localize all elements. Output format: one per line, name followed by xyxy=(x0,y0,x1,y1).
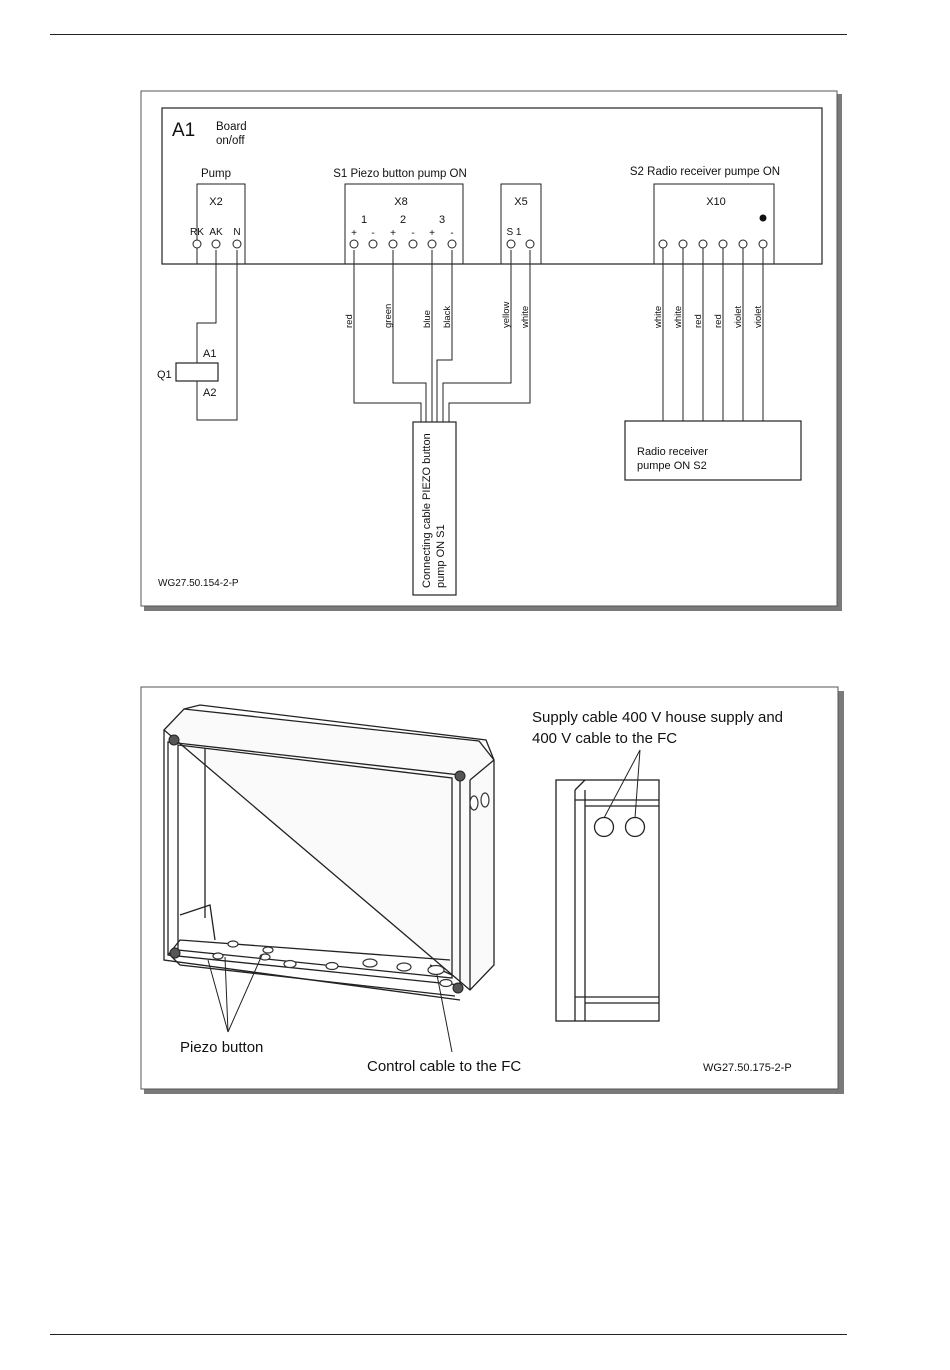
x2-pin xyxy=(192,239,202,249)
x8-pin-label: + xyxy=(429,228,435,239)
x10-pin xyxy=(718,239,728,249)
piezo-wire-label: red xyxy=(344,314,355,328)
x8-group-label: 1 xyxy=(361,214,367,226)
x2-label: X2 xyxy=(209,196,222,208)
piezo-wire-label: green xyxy=(383,304,394,328)
x2-pin-label: RK xyxy=(190,227,204,238)
x10-dot xyxy=(759,214,767,222)
x10-pin xyxy=(658,239,668,249)
x8-pin-label: - xyxy=(371,228,374,239)
radio-wire-label: violet xyxy=(753,305,764,328)
top-rule xyxy=(50,34,847,35)
x10-pin xyxy=(738,239,748,249)
x2-pin xyxy=(232,239,242,249)
radio-wire-label: red xyxy=(713,314,724,328)
connector-x5 xyxy=(500,183,542,265)
piezo-label: S1 Piezo button pump ON xyxy=(333,168,467,180)
receiver-label-2: pumpe ON S2 xyxy=(637,460,707,472)
radio-label: S2 Radio receiver pumpe ON xyxy=(630,166,780,178)
connector-x10 xyxy=(653,183,775,265)
receiver-label-1: Radio receiver xyxy=(637,446,708,458)
relay-q1-label: Q1 xyxy=(157,369,172,381)
piezo-wire-label: black xyxy=(442,306,453,328)
relay-a2: A2 xyxy=(203,387,216,399)
x8-group-label: 3 xyxy=(439,214,445,226)
x8-pin xyxy=(388,239,398,249)
x5-pin xyxy=(506,239,516,249)
x2-pin xyxy=(211,239,221,249)
x8-pin-label: + xyxy=(390,228,396,239)
board-a1 xyxy=(161,107,823,265)
pump-label: Pump xyxy=(201,168,231,180)
board-name-2: on/off xyxy=(216,135,245,147)
x5-s1-label: S 1 xyxy=(506,227,521,238)
x10-pin xyxy=(678,239,688,249)
figure1-ref: WG27.50.154-2-P xyxy=(158,578,239,589)
board-id: A1 xyxy=(172,120,195,141)
radio-wire-label: white xyxy=(673,306,684,329)
piezo-cable xyxy=(412,421,457,596)
x10-pin xyxy=(698,239,708,249)
piezo-wire-label: blue xyxy=(422,310,433,328)
bottom-rule xyxy=(50,1334,847,1335)
x8-pin xyxy=(447,239,457,249)
x10-pin xyxy=(758,239,768,249)
cable-label-2: pump ON S1 xyxy=(435,524,447,588)
x2-pin-label: AK xyxy=(209,227,223,238)
connector-x2 xyxy=(196,183,246,265)
x8-pin xyxy=(349,239,359,249)
board-name-1: Board xyxy=(216,121,247,133)
radio-receiver xyxy=(624,420,802,481)
radio-wire-label: violet xyxy=(733,305,744,328)
connector-x8 xyxy=(344,183,464,265)
x5-pin xyxy=(525,239,535,249)
cable-label-1: Connecting cable PIEZO button xyxy=(421,433,433,588)
radio-wire-label: red xyxy=(693,314,704,328)
x8-pin xyxy=(368,239,378,249)
x8-pin-label: + xyxy=(351,228,357,239)
x8-pin-label: - xyxy=(450,228,453,239)
x2-pin-label: N xyxy=(233,227,240,238)
x5-label: X5 xyxy=(514,196,527,208)
x5-wire-label: white xyxy=(520,306,531,329)
relay-q1 xyxy=(175,362,219,382)
figure1-frame xyxy=(140,90,838,607)
x8-pin xyxy=(427,239,437,249)
x10-label: X10 xyxy=(706,196,726,208)
diagram-dynamic: RK AK N 1 2 3 + - + - + - red green blue black yellow whi… xyxy=(190,214,768,439)
x8-pin-label: - xyxy=(411,228,414,239)
x8-pin xyxy=(408,239,418,249)
relay-a1: A1 xyxy=(203,348,216,360)
x5-wire-label: yellow xyxy=(501,301,512,328)
radio-wire-label: white xyxy=(653,306,664,329)
x8-label: X8 xyxy=(394,196,407,208)
x8-group-label: 2 xyxy=(400,214,406,226)
